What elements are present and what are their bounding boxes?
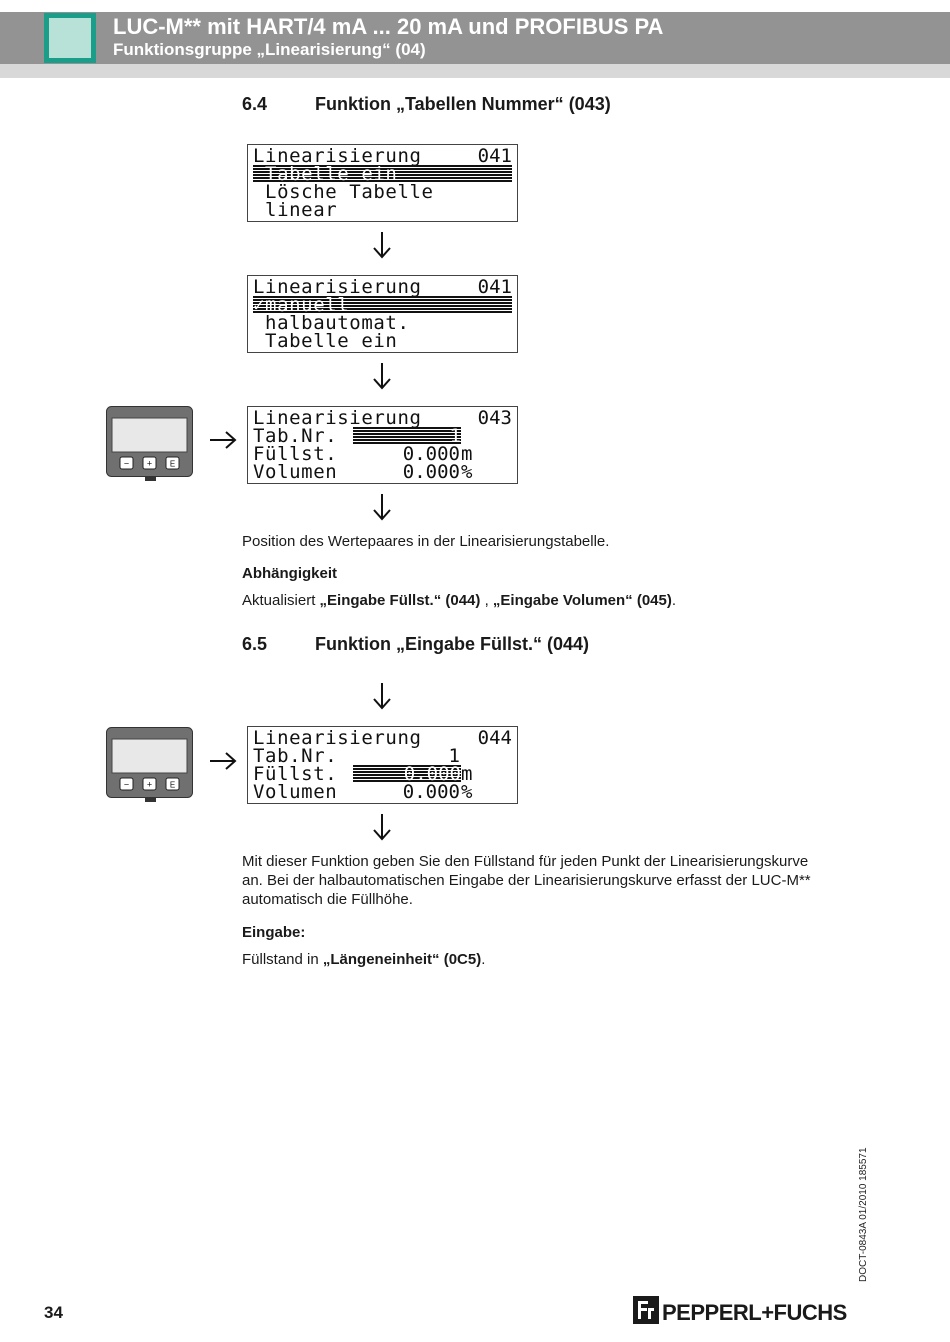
lcd-row-value: 0.000 (402, 443, 460, 465)
lcd-option: Lösche Tabelle (253, 181, 434, 203)
arrow-down-icon (373, 494, 391, 521)
page-number: 34 (44, 1303, 63, 1322)
description-line: Mit dieser Funktion geben Sie den Füllst… (242, 853, 809, 870)
description: Position des Wertepaares in der Linearis… (242, 533, 610, 550)
lcd-title: Linearisierung (253, 727, 422, 749)
arrow-right-icon (210, 431, 237, 449)
key-e-label: E (170, 460, 175, 469)
lcd-code: 041 (477, 145, 512, 167)
lcd-title: Linearisierung (253, 145, 422, 167)
header-marker (44, 13, 96, 63)
lcd-selected-option: ✓manuell (253, 296, 512, 315)
header-band (0, 12, 950, 64)
arrow-down-icon (373, 232, 391, 259)
header-underline (0, 64, 950, 78)
lcd-code: 043 (477, 407, 512, 429)
device-keypad-icon: − + E (106, 727, 193, 802)
lcd-option: Tabelle ein (253, 330, 398, 352)
document-code: DOCT-0843A 01/2010 185571 (858, 1147, 869, 1282)
dependency-heading: Abhängigkeit (242, 565, 338, 582)
lcd-row-label: Füllst. (253, 443, 338, 465)
lcd-row-unit: % (461, 781, 473, 803)
lcd-row-label: Tab.Nr. (253, 745, 338, 767)
key-e-label: E (170, 781, 175, 790)
lcd-code: 041 (477, 276, 512, 298)
lcd-row-label: Tab.Nr. (253, 425, 338, 447)
lcd-row-value: 0.000 (402, 781, 460, 803)
arrow-right-icon (210, 752, 237, 770)
lcd-row-unit: m (461, 443, 473, 465)
lcd-display: Linearisierung 041 ✓manuell halbautomat.… (247, 275, 518, 353)
arrow-down-icon (373, 363, 391, 390)
input-heading: Eingabe: (242, 924, 306, 941)
lcd-edit-field: 1 (353, 427, 461, 446)
description-line: an. Bei der halbautomatischen Eingabe de… (242, 872, 811, 889)
page-subtitle: Funktionsgruppe „Linearisierung“ (04) (113, 40, 426, 59)
key-minus-label: − (124, 780, 129, 790)
section-number: 6.5 (242, 634, 268, 654)
lcd-row-value: 1 (448, 745, 460, 767)
lcd-row-label: Volumen (253, 461, 338, 483)
function-reference: „Längeneinheit“ (0C5) (322, 951, 482, 968)
brand-name: PEPPERL+FUCHS (662, 1300, 847, 1325)
arrow-down-icon (373, 814, 391, 841)
key-plus-label: + (147, 780, 152, 790)
function-reference: „Eingabe Volumen“ (045) (492, 592, 672, 609)
section-number: 6.4 (242, 94, 268, 114)
lcd-title: Linearisierung (253, 407, 422, 429)
dependency-text: Aktualisiert „Eingabe Füllst.“ (044) , „… (242, 592, 677, 609)
section-title: Funktion „Tabellen Nummer“ (043) (315, 94, 611, 114)
description-line: automatisch die Füllhöhe. (242, 891, 413, 908)
lcd-code: 044 (477, 727, 512, 749)
lcd-selected-option: Tabelle ein (253, 165, 512, 184)
lcd-row-value: 0.000 (402, 461, 460, 483)
lcd-option: linear (253, 199, 338, 221)
lcd-option: halbautomat. (253, 312, 410, 334)
lcd-display: Linearisierung 041 Tabelle ein Lösche Ta… (247, 144, 518, 222)
input-text: Füllstand in „Längeneinheit“ (0C5). (242, 951, 486, 968)
pepperl-fuchs-logo-icon (633, 1296, 659, 1324)
lcd-title: Linearisierung (253, 276, 422, 298)
key-minus-label: − (124, 459, 129, 469)
arrow-down-icon (373, 683, 391, 710)
lcd-display: Linearisierung 043 Tab.Nr. 1 Füllst. 0.0… (247, 406, 518, 484)
lcd-edit-field: 0.000 (353, 765, 461, 784)
lcd-row-unit: m (461, 763, 473, 785)
lcd-row-label: Volumen (253, 781, 338, 803)
page-title: LUC-M** mit HART/4 mA ... 20 mA und PROF… (113, 14, 664, 39)
function-reference: „Eingabe Füllst.“ (044) (319, 592, 481, 609)
key-plus-label: + (147, 459, 152, 469)
lcd-row-unit: % (461, 461, 473, 483)
lcd-row-label: Füllst. (253, 763, 338, 785)
lcd-display: Linearisierung 044 Tab.Nr. 1 Füllst. 0.0… (247, 726, 518, 804)
section-title: Funktion „Eingabe Füllst.“ (044) (315, 634, 590, 654)
device-keypad-icon: − + E (106, 406, 193, 481)
